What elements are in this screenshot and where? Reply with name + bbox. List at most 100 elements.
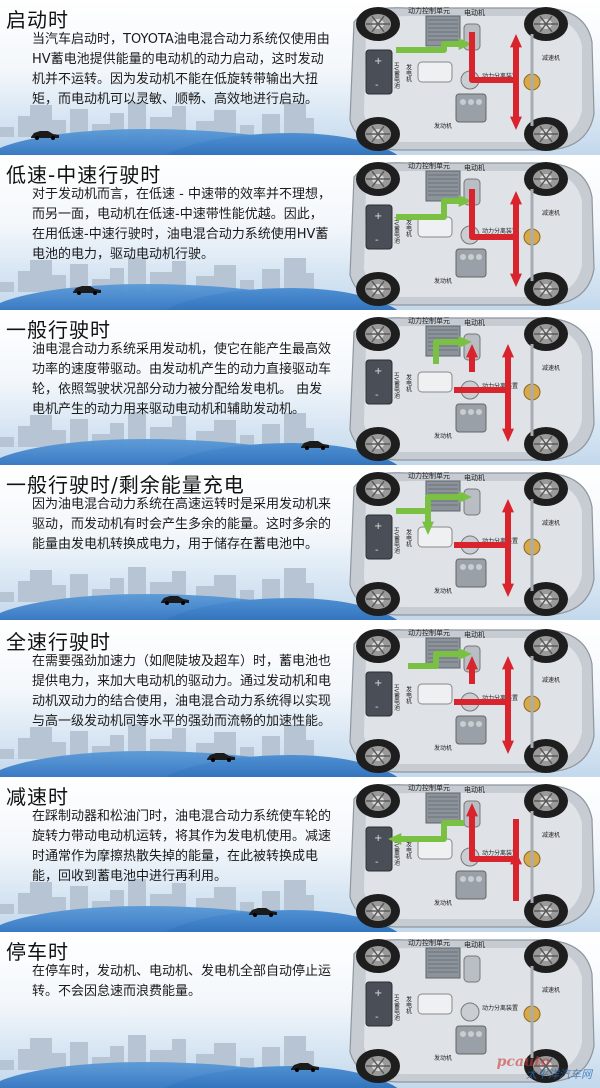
car-silhouette-icon — [207, 753, 235, 762]
power-flow-green-arrow-arrowhead — [458, 336, 472, 348]
diagram-label-hv-battery: HV蓄电池 — [393, 62, 400, 89]
diagram-label-power-control-unit: 动力控制单元 — [408, 783, 450, 792]
rear-right-wheel — [524, 739, 568, 773]
hybrid-system-diagram: +-HV蓄电池动力控制单元电动机发电机动力分离装置减速机发动机 — [349, 938, 595, 1083]
site-watermark: 太平洋汽车网 — [526, 1068, 592, 1081]
section-title: 减速时 — [6, 785, 69, 809]
hybrid-system-diagram: +-HV蓄电池动力控制单元电动机发电机动力分离装置减速机发动机 — [349, 316, 595, 461]
site-logo: pcauto — [496, 1054, 550, 1070]
power-flow-red-arrow-arrowhead — [510, 34, 522, 48]
svg-text:-: - — [375, 857, 379, 868]
section-description: 在停车时，发动机、电动机、发电机全部自动停止运转。不会因怠速而浪费能量。 — [32, 964, 332, 999]
diagram-label-power-control-unit: 动力控制单元 — [408, 6, 450, 15]
section-title: 启动时 — [6, 8, 69, 32]
motor — [463, 955, 481, 983]
rear-right-wheel — [524, 427, 568, 461]
road-wave — [150, 755, 410, 777]
svg-text:-: - — [375, 390, 379, 401]
diagram-label-motor: 电动机 — [464, 785, 485, 794]
diagram-label-reducer: 减速机 — [542, 986, 560, 994]
section-panel: 一般行驶时油电混合动力系统采用发动机，使它在能产生最高效功率的速度带驱动。由发动… — [0, 310, 600, 465]
section-panel: 减速时在踩制动器和松油门时，油电混合动力系统使车轮的旋转力带动电动机运转，将其作… — [0, 777, 600, 932]
power-flow-green-arrow — [396, 494, 464, 514]
svg-text:-: - — [375, 702, 379, 713]
power-flow-red-arrow-arrowhead — [502, 344, 514, 358]
power-flow-green-arrow-arrowhead — [458, 195, 472, 207]
rear-left-wheel — [356, 272, 400, 306]
power-flow-green-arrow — [408, 651, 464, 669]
rear-left-wheel — [356, 582, 400, 616]
power-flow-green-arrow-arrowhead — [458, 491, 472, 503]
diagram-label-motor: 电动机 — [464, 630, 485, 639]
diagram-label-power-control-unit: 动力控制单元 — [408, 938, 450, 947]
section-panel: 全速行驶时在需要强劲加速力（如爬陡坡及超车）时，蓄电池也提供电力，来加大电动机的… — [0, 622, 600, 777]
rear-left-wheel — [356, 739, 400, 773]
engine — [455, 715, 487, 745]
front-left-wheel — [356, 317, 400, 351]
road-wave — [150, 288, 410, 310]
front-right-wheel — [524, 939, 568, 973]
hybrid-system-diagram: +-HV蓄电池动力控制单元电动机发电机动力分离装置减速机发动机 — [349, 161, 595, 306]
diagram-label-reducer: 减速机 — [542, 831, 560, 839]
power-flow-red-arrow — [469, 32, 519, 83]
power-flow-red-arrow-arrowhead — [502, 740, 514, 754]
diagram-label-engine: 发动机 — [434, 1054, 452, 1062]
power-flow-red-arrow-arrowhead — [466, 803, 478, 817]
diagram-label-hv-battery: HV蓄电池 — [393, 217, 400, 244]
diagram-label-motor: 电动机 — [464, 940, 485, 949]
power-flow-red-arrow-arrowhead — [502, 583, 514, 597]
power-flow-red-arrow-arrowhead — [510, 851, 522, 865]
diagram-label-hv-battery: HV蓄电池 — [393, 684, 400, 711]
engine — [455, 1025, 487, 1055]
front-left-wheel — [356, 162, 400, 196]
diagram-label-reducer: 减速机 — [542, 519, 560, 527]
front-left-wheel — [356, 7, 400, 41]
front-right-wheel — [524, 472, 568, 506]
diagram-label-hv-battery: HV蓄电池 — [393, 372, 400, 399]
power-flow-red-arrow-arrowhead — [466, 344, 478, 358]
section-description: 当汽车启动时，TOYOTA油电混合动力系统仅使用由HV蓄电池提供能量的电动机的动… — [32, 32, 330, 107]
section-description: 在需要强劲加速力（如爬陡坡及超车）时，蓄电池也提供电力，来加大电动机的驱动力。通… — [32, 654, 332, 729]
hybrid-system-diagram: +-HV蓄电池动力控制单元电动机发电机动力分离装置减速机发动机 — [349, 628, 595, 773]
front-right-wheel — [524, 629, 568, 663]
generator — [417, 526, 453, 548]
power-split-device — [460, 1002, 480, 1022]
rear-right-wheel — [524, 1049, 568, 1083]
hybrid-system-diagram: +-HV蓄电池动力控制单元电动机发电机动力分离装置减速机发动机 — [349, 6, 595, 151]
power-flow-green-arrow-arrowhead — [458, 648, 472, 660]
rear-left-wheel — [356, 894, 400, 928]
power-flow-green-arrow — [396, 198, 464, 220]
road-wave — [150, 1066, 410, 1088]
engine — [455, 248, 487, 278]
power-control-unit — [425, 947, 461, 979]
diagram-label-generator: 发电机 — [405, 218, 412, 238]
diagram-label-power-split: 动力分离装置 — [482, 227, 518, 235]
diagram-label-reducer: 减速机 — [542, 54, 560, 62]
section-title: 全速行驶时 — [6, 630, 111, 654]
power-flow-green-arrow-arrowhead — [458, 38, 472, 50]
section-description: 因为油电混合动力系统在高速运转时是采用发动机来驱动，而发动机有时会产生多余的能量… — [32, 497, 332, 552]
svg-text:+: + — [374, 366, 382, 377]
front-left-wheel — [356, 629, 400, 663]
power-flow-red-arrow — [469, 811, 519, 862]
engine — [455, 403, 487, 433]
power-flow-green-arrow — [396, 41, 464, 53]
car-silhouette-icon — [301, 441, 329, 450]
car-silhouette-icon — [73, 286, 101, 295]
diagram-label-motor: 电动机 — [464, 473, 485, 482]
power-control-unit — [425, 170, 461, 202]
road-wave — [150, 598, 410, 620]
section-title: 低速-中速行驶时 — [6, 163, 162, 187]
section-title: 停车时 — [6, 940, 69, 964]
power-flow-green-arrow-arrowhead — [388, 833, 402, 845]
car-silhouette-icon — [249, 908, 277, 917]
car-silhouette-icon — [161, 596, 189, 605]
diagram-label-power-control-unit: 动力控制单元 — [408, 471, 450, 480]
diagram-label-reducer: 减速机 — [542, 209, 560, 217]
diagram-label-power-split: 动力分离装置 — [482, 694, 518, 702]
hv-battery — [365, 826, 393, 872]
hybrid-system-diagram: +-HV蓄电池动力控制单元电动机发电机动力分离装置减速机发动机 — [349, 471, 595, 616]
hv-battery — [365, 49, 393, 95]
diagram-label-reducer: 减速机 — [542, 364, 560, 372]
power-flow-red-arrow-arrowhead — [466, 656, 478, 670]
